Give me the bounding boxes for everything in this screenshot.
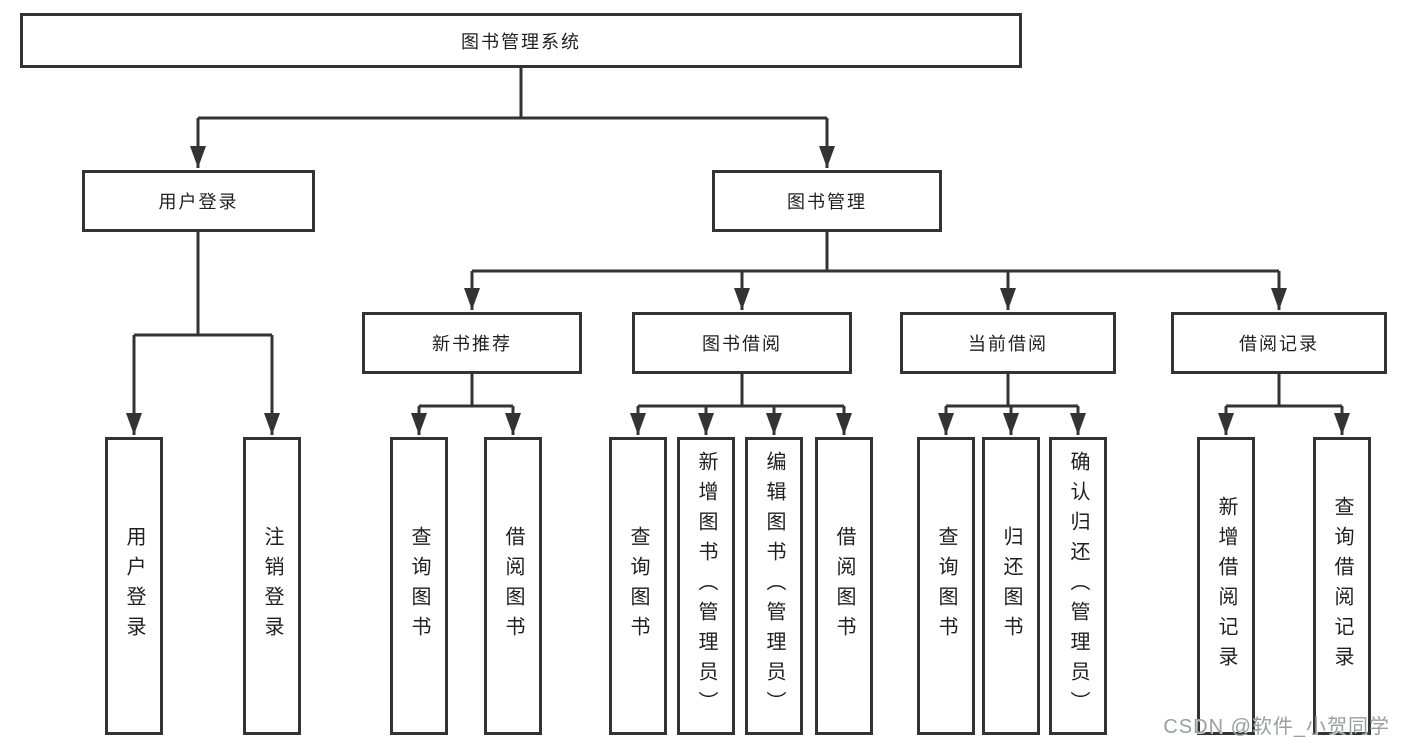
leaf-query-borrow-record: 查询借阅记录 <box>1313 437 1371 735</box>
node-book-management-label: 图书管理 <box>787 192 867 212</box>
leaf-edit-books-admin-label: 编辑图书（管理员） <box>763 451 785 721</box>
node-current-borrowing: 当前借阅 <box>900 312 1116 374</box>
leaf-add-books-admin-label: 新增图书（管理员） <box>695 451 717 721</box>
leaf-return-books: 归还图书 <box>982 437 1040 735</box>
leaf-query-books-recommend: 查询图书 <box>390 437 448 735</box>
leaf-user-login-label: 用户登录 <box>123 526 145 646</box>
node-user-login-label: 用户登录 <box>158 192 239 212</box>
node-user-login: 用户登录 <box>82 170 315 232</box>
leaf-borrow-books-recommend-label: 借阅图书 <box>502 526 524 646</box>
leaf-borrow-books-borrowing: 借阅图书 <box>815 437 873 735</box>
leaf-add-borrow-record-label: 新增借阅记录 <box>1215 496 1237 676</box>
leaf-user-login: 用户登录 <box>105 437 163 735</box>
node-current-borrowing-label: 当前借阅 <box>968 334 1048 354</box>
leaf-add-borrow-record: 新增借阅记录 <box>1197 437 1255 735</box>
node-new-book-recommend-label: 新书推荐 <box>432 334 512 354</box>
leaf-logout-label: 注销登录 <box>261 526 283 646</box>
node-book-borrowing: 图书借阅 <box>632 312 852 374</box>
node-borrowing-records: 借阅记录 <box>1171 312 1387 374</box>
leaf-query-borrow-record-label: 查询借阅记录 <box>1331 496 1353 676</box>
leaf-confirm-return-admin-label: 确认归还（管理员） <box>1067 451 1089 721</box>
leaf-edit-books-admin: 编辑图书（管理员） <box>745 437 803 735</box>
csdn-watermark: CSDN @软件_小贺同学 <box>1163 716 1390 738</box>
leaf-borrow-books-recommend: 借阅图书 <box>484 437 542 735</box>
leaf-query-books-current: 查询图书 <box>917 437 975 735</box>
leaf-borrow-books-borrowing-label: 借阅图书 <box>833 526 855 646</box>
leaf-query-books-borrowing-label: 查询图书 <box>627 526 649 646</box>
node-book-management: 图书管理 <box>712 170 942 232</box>
leaf-query-books-current-label: 查询图书 <box>935 526 957 646</box>
leaf-query-books-recommend-label: 查询图书 <box>408 526 430 646</box>
node-root-system: 图书管理系统 <box>20 13 1022 68</box>
leaf-add-books-admin: 新增图书（管理员） <box>677 437 735 735</box>
node-root-label: 图书管理系统 <box>461 31 581 52</box>
leaf-query-books-borrowing: 查询图书 <box>609 437 667 735</box>
node-borrowing-records-label: 借阅记录 <box>1239 334 1319 354</box>
leaf-confirm-return-admin: 确认归还（管理员） <box>1049 437 1107 735</box>
leaf-logout: 注销登录 <box>243 437 301 735</box>
leaf-return-books-label: 归还图书 <box>1000 526 1022 646</box>
node-book-borrowing-label: 图书借阅 <box>702 334 782 354</box>
node-new-book-recommend: 新书推荐 <box>362 312 582 374</box>
